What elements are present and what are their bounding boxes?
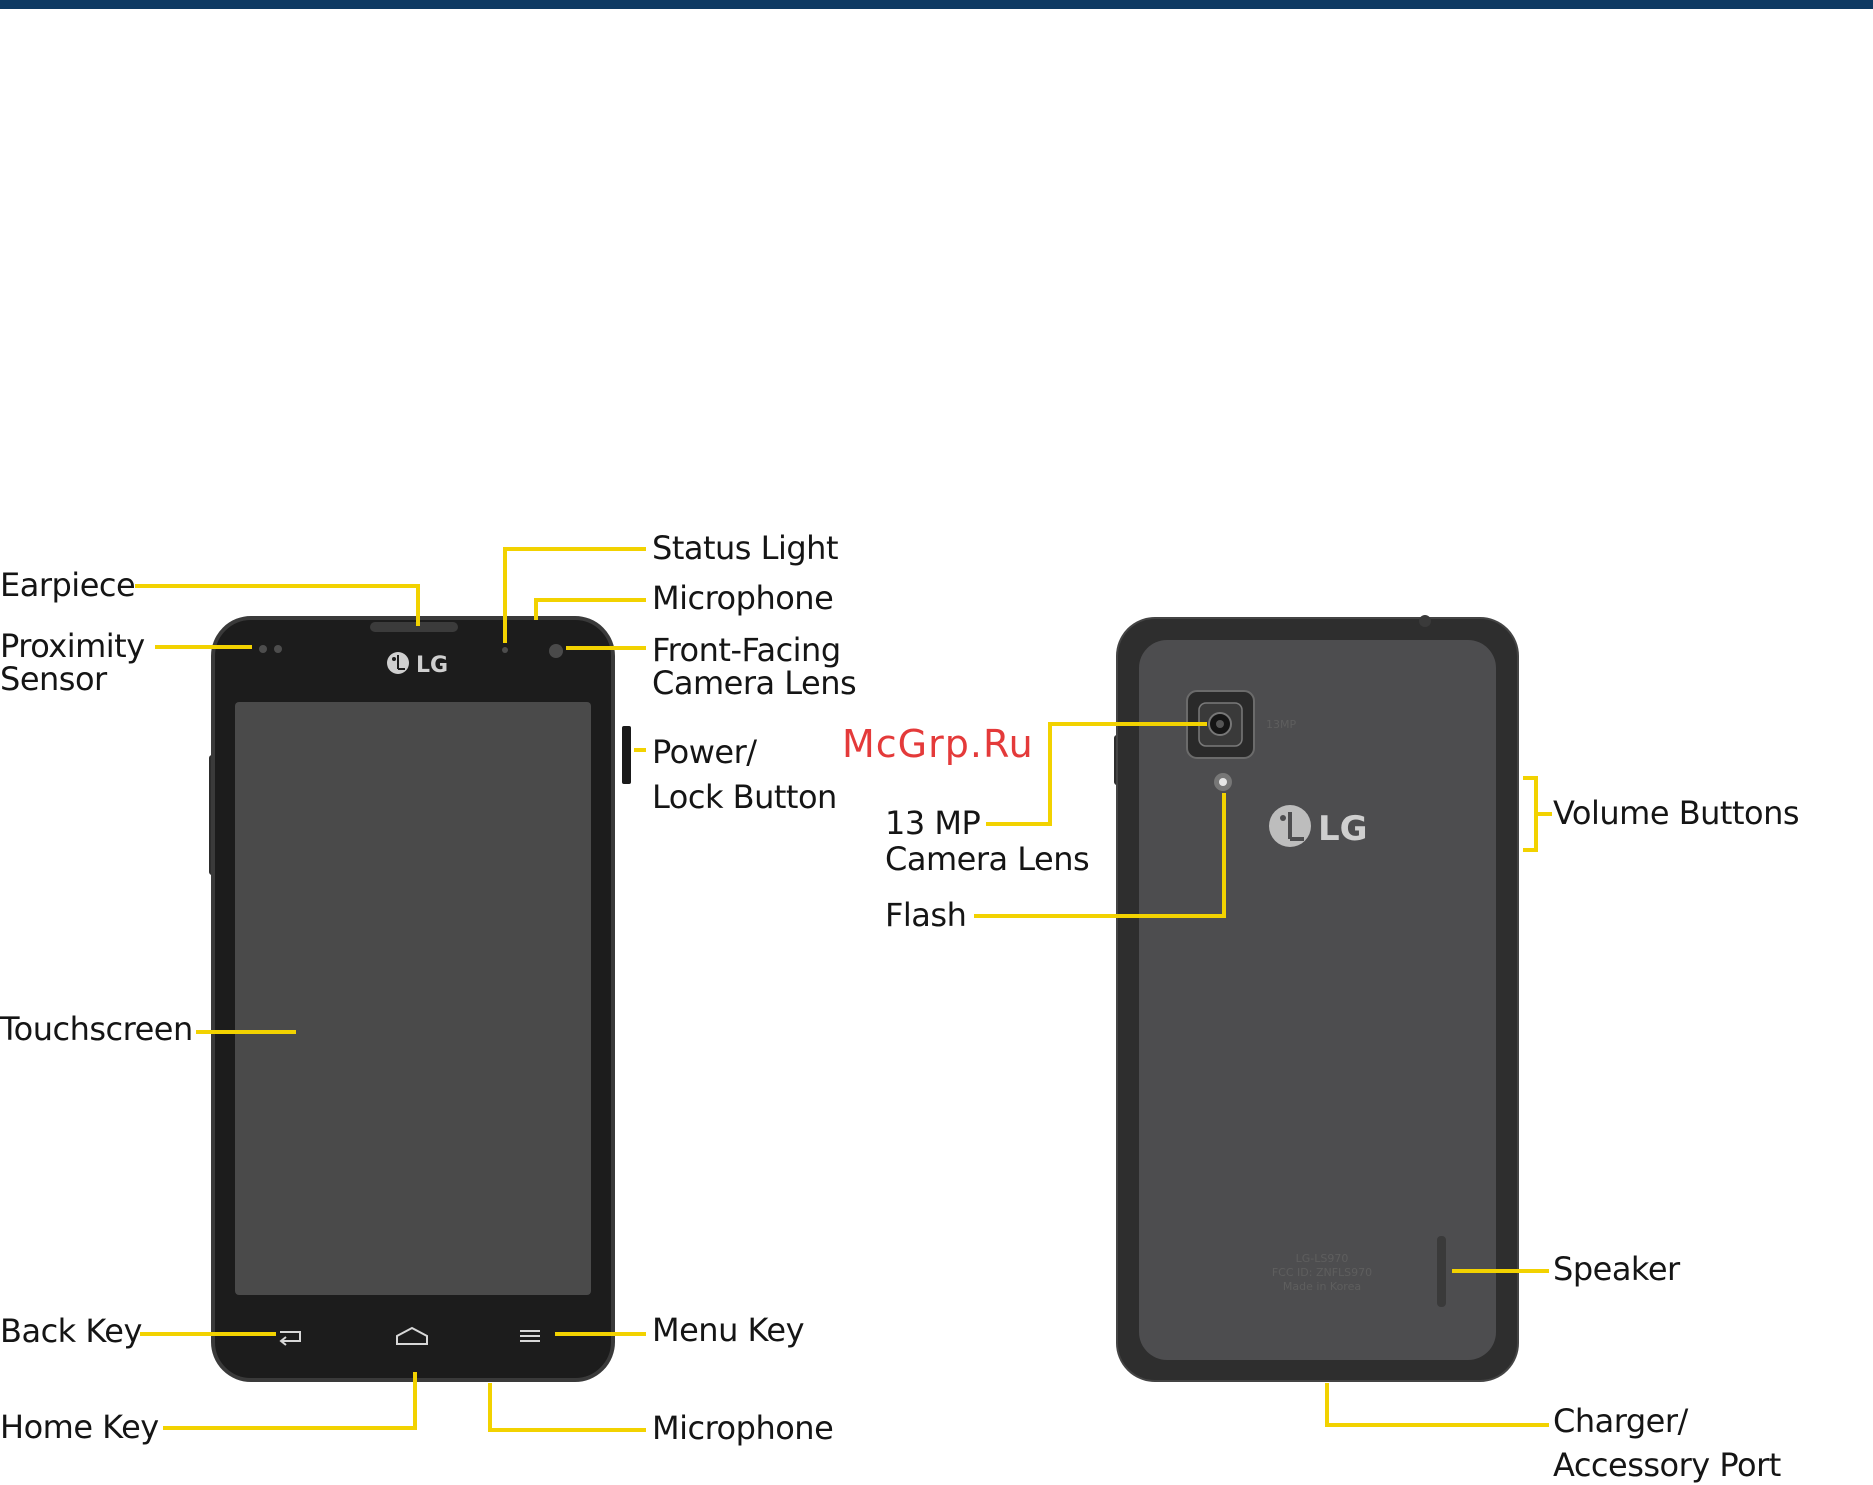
back-top-notch bbox=[1419, 615, 1431, 627]
earpiece-slot bbox=[370, 622, 458, 632]
label-camera-13mp-line2: Camera Lens bbox=[885, 843, 1089, 876]
front-phone: LG bbox=[209, 618, 631, 1380]
back-text-origin: Made in Korea bbox=[1283, 1280, 1361, 1293]
leader-microphone-bottom bbox=[490, 1383, 646, 1430]
proximity-sensor-dot bbox=[274, 645, 282, 653]
label-proximity-sensor-line1: Proximity bbox=[0, 630, 145, 663]
camera-badge-text: 13MP bbox=[1266, 718, 1296, 731]
label-proximity-sensor-line2: Sensor bbox=[0, 663, 107, 696]
proximity-sensor-dot bbox=[259, 645, 267, 653]
label-status-light: Status Light bbox=[652, 532, 838, 565]
label-microphone-bottom: Microphone bbox=[652, 1412, 833, 1445]
speaker-grille bbox=[1437, 1236, 1446, 1307]
leader-charger-port bbox=[1327, 1383, 1549, 1425]
label-charger-port-line1: Charger/ bbox=[1553, 1405, 1688, 1438]
label-power-lock-line2: Lock Button bbox=[652, 781, 837, 814]
label-flash: Flash bbox=[885, 899, 966, 932]
back-lg-logo-icon: LG bbox=[1269, 805, 1368, 849]
flash-center bbox=[1219, 778, 1227, 786]
back-text-fcc: FCC ID: ZNFLS970 bbox=[1272, 1266, 1372, 1279]
label-volume-buttons: Volume Buttons bbox=[1553, 797, 1799, 830]
label-charger-port-line2: Accessory Port bbox=[1553, 1449, 1781, 1482]
label-home-key: Home Key bbox=[0, 1411, 159, 1444]
label-earpiece: Earpiece bbox=[0, 569, 135, 602]
front-camera-lens bbox=[549, 644, 563, 658]
power-lock-button bbox=[622, 726, 631, 784]
back-text-model: LG-LS970 bbox=[1296, 1252, 1349, 1265]
status-light-dot bbox=[502, 647, 508, 653]
label-speaker: Speaker bbox=[1553, 1253, 1680, 1286]
leader-volume bbox=[1523, 778, 1536, 850]
label-power-lock-line1: Power/ bbox=[652, 736, 757, 769]
rear-camera-lens-center bbox=[1216, 720, 1224, 728]
label-camera-13mp-line1: 13 MP bbox=[885, 807, 980, 840]
label-front-camera-line1: Front-Facing bbox=[652, 634, 841, 667]
label-microphone-top: Microphone bbox=[652, 582, 833, 615]
label-back-key: Back Key bbox=[0, 1315, 142, 1348]
label-front-camera-line2: Camera Lens bbox=[652, 667, 856, 700]
label-menu-key: Menu Key bbox=[652, 1314, 804, 1347]
label-touchscreen: Touchscreen bbox=[0, 1013, 193, 1046]
watermark: McGrp.Ru bbox=[842, 722, 1034, 766]
front-logo-text: LG bbox=[416, 653, 448, 678]
back-logo-text: LG bbox=[1318, 809, 1368, 849]
touchscreen-panel bbox=[235, 702, 591, 1295]
back-phone: 13MP LG LG-LS970 FCC ID: ZNFLS970 Made i… bbox=[1114, 615, 1519, 1381]
